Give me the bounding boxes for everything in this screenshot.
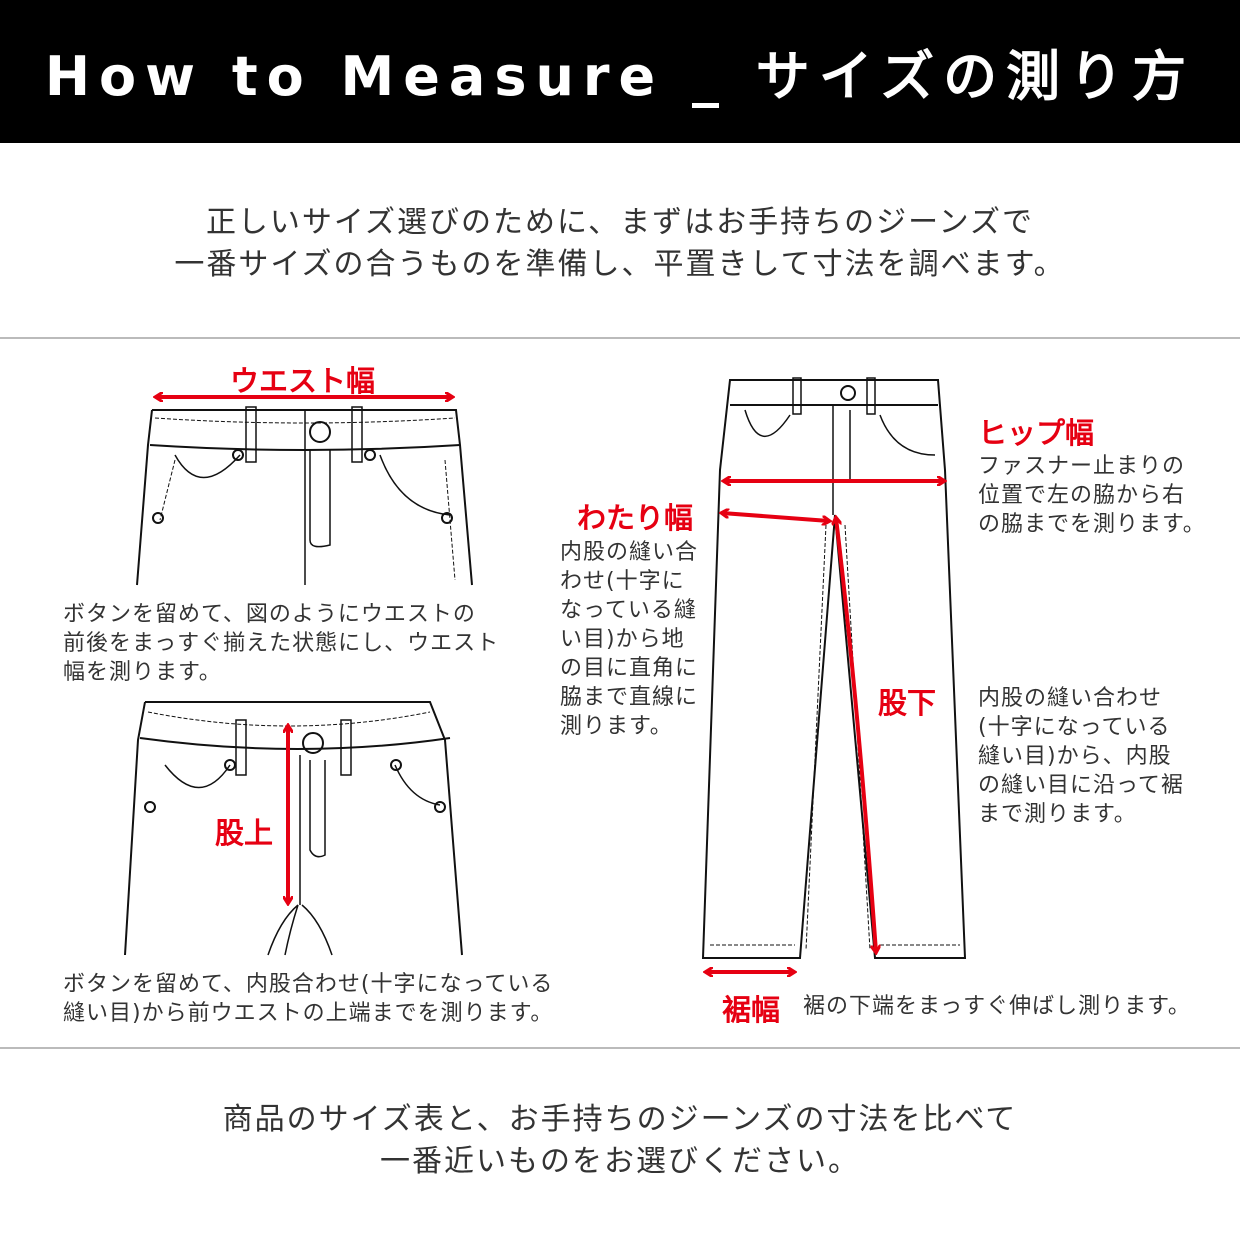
closing-line: 一番近いものをお選びください。: [380, 1144, 860, 1179]
text-line: (十字になっている: [978, 715, 1171, 740]
thigh-label: わたり幅: [577, 501, 694, 535]
text-line: ボタンを留めて、図のようにウエストの: [63, 602, 476, 627]
divider: [0, 337, 1240, 339]
rise-description: ボタンを留めて、内股合わせ(十字になっている 縫い目)から前ウエストの上端までを…: [63, 970, 553, 1028]
text-line: まで測ります。: [978, 802, 1137, 827]
text-line: 測ります。: [560, 714, 673, 739]
hem-label: 裾幅: [722, 993, 781, 1027]
text-line: い目)から地: [560, 627, 685, 652]
thigh-arrow: [722, 513, 829, 521]
inseam-arrow: [836, 518, 876, 952]
text-line: 縫い目)から、内股: [978, 744, 1172, 769]
text-line: 内股の縫い合: [560, 540, 699, 565]
full-jeans-drawing: [701, 377, 967, 959]
hem-description: 裾の下端をまっすぐ伸ばし測ります。: [803, 994, 1191, 1019]
intro-line: 一番サイズの合うものを準備し、平置きして寸法を調べます。: [174, 247, 1066, 282]
rise-jeans-drawing: [124, 701, 463, 956]
waist-description: ボタンを留めて、図のようにウエストの 前後をまっすぐ揃えた状態にし、ウエスト 幅…: [63, 600, 499, 687]
text-line: の縫い目に沿って裾: [978, 773, 1184, 798]
text-line: 幅を測ります。: [63, 660, 222, 685]
hip-description: ファスナー止まりの 位置で左の脇から右 の脇までを測ります。: [978, 452, 1206, 539]
hip-label: ヒップ幅: [978, 416, 1095, 450]
text-line: の脇までを測ります。: [978, 512, 1206, 537]
text-line: 縫い目)から前ウエストの上端までを測ります。: [63, 1001, 554, 1026]
text-line: 内股の縫い合わせ: [978, 686, 1163, 711]
thigh-description: 内股の縫い合 わせ(十字に なっている縫 い目)から地 の目に直角に 脇まで直線…: [560, 538, 698, 741]
rise-label: 股上: [215, 816, 274, 850]
closing-line: 商品のサイズ表と、お手持ちのジーンズの寸法を比べて: [222, 1102, 1018, 1137]
divider: [0, 1047, 1240, 1049]
text-line: 脇まで直線に: [560, 685, 699, 710]
text-line: わせ(十字に: [560, 569, 685, 594]
text-line: ボタンを留めて、内股合わせ(十字になっている: [63, 972, 554, 997]
header-banner: How to Measure _ サイズの測り方: [0, 0, 1240, 143]
closing-text: 商品のサイズ表と、お手持ちのジーンズの寸法を比べて 一番近いものをお選びください…: [0, 1099, 1240, 1183]
inseam-label: 股下: [878, 686, 937, 720]
text-line: なっている縫: [560, 598, 697, 623]
inseam-description: 内股の縫い合わせ (十字になっている 縫い目)から、内股 の縫い目に沿って裾 ま…: [978, 684, 1184, 829]
text-line: の目に直角に: [560, 656, 699, 681]
text-line: 前後をまっすぐ揃えた状態にし、ウエスト: [63, 631, 500, 656]
intro-text: 正しいサイズ選びのために、まずはお手持ちのジーンズで 一番サイズの合うものを準備…: [0, 202, 1240, 286]
page-title: How to Measure _ サイズの測り方: [44, 45, 1196, 108]
waist-label: ウエスト幅: [230, 364, 376, 398]
text-line: ファスナー止まりの: [978, 454, 1186, 479]
intro-line: 正しいサイズ選びのために、まずはお手持ちのジーンズで: [205, 205, 1035, 240]
text-line: 位置で左の脇から右: [978, 483, 1186, 508]
waist-jeans-drawing: [136, 406, 473, 586]
